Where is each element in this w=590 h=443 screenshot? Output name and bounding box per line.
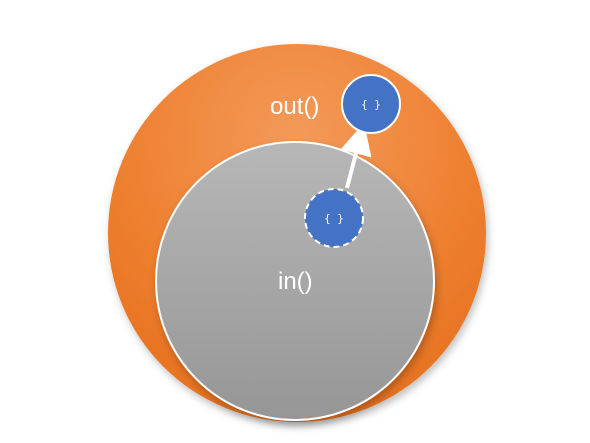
outer-scope-label: out() <box>270 93 319 120</box>
source-object-label: { } <box>324 212 344 225</box>
inner-scope-circle <box>155 141 435 421</box>
inner-scope-label: in() <box>278 268 313 295</box>
source-object-circle <box>304 188 364 248</box>
moved-object-label: { } <box>361 98 381 111</box>
move-arrow <box>340 122 372 189</box>
moved-object-circle <box>341 74 401 134</box>
